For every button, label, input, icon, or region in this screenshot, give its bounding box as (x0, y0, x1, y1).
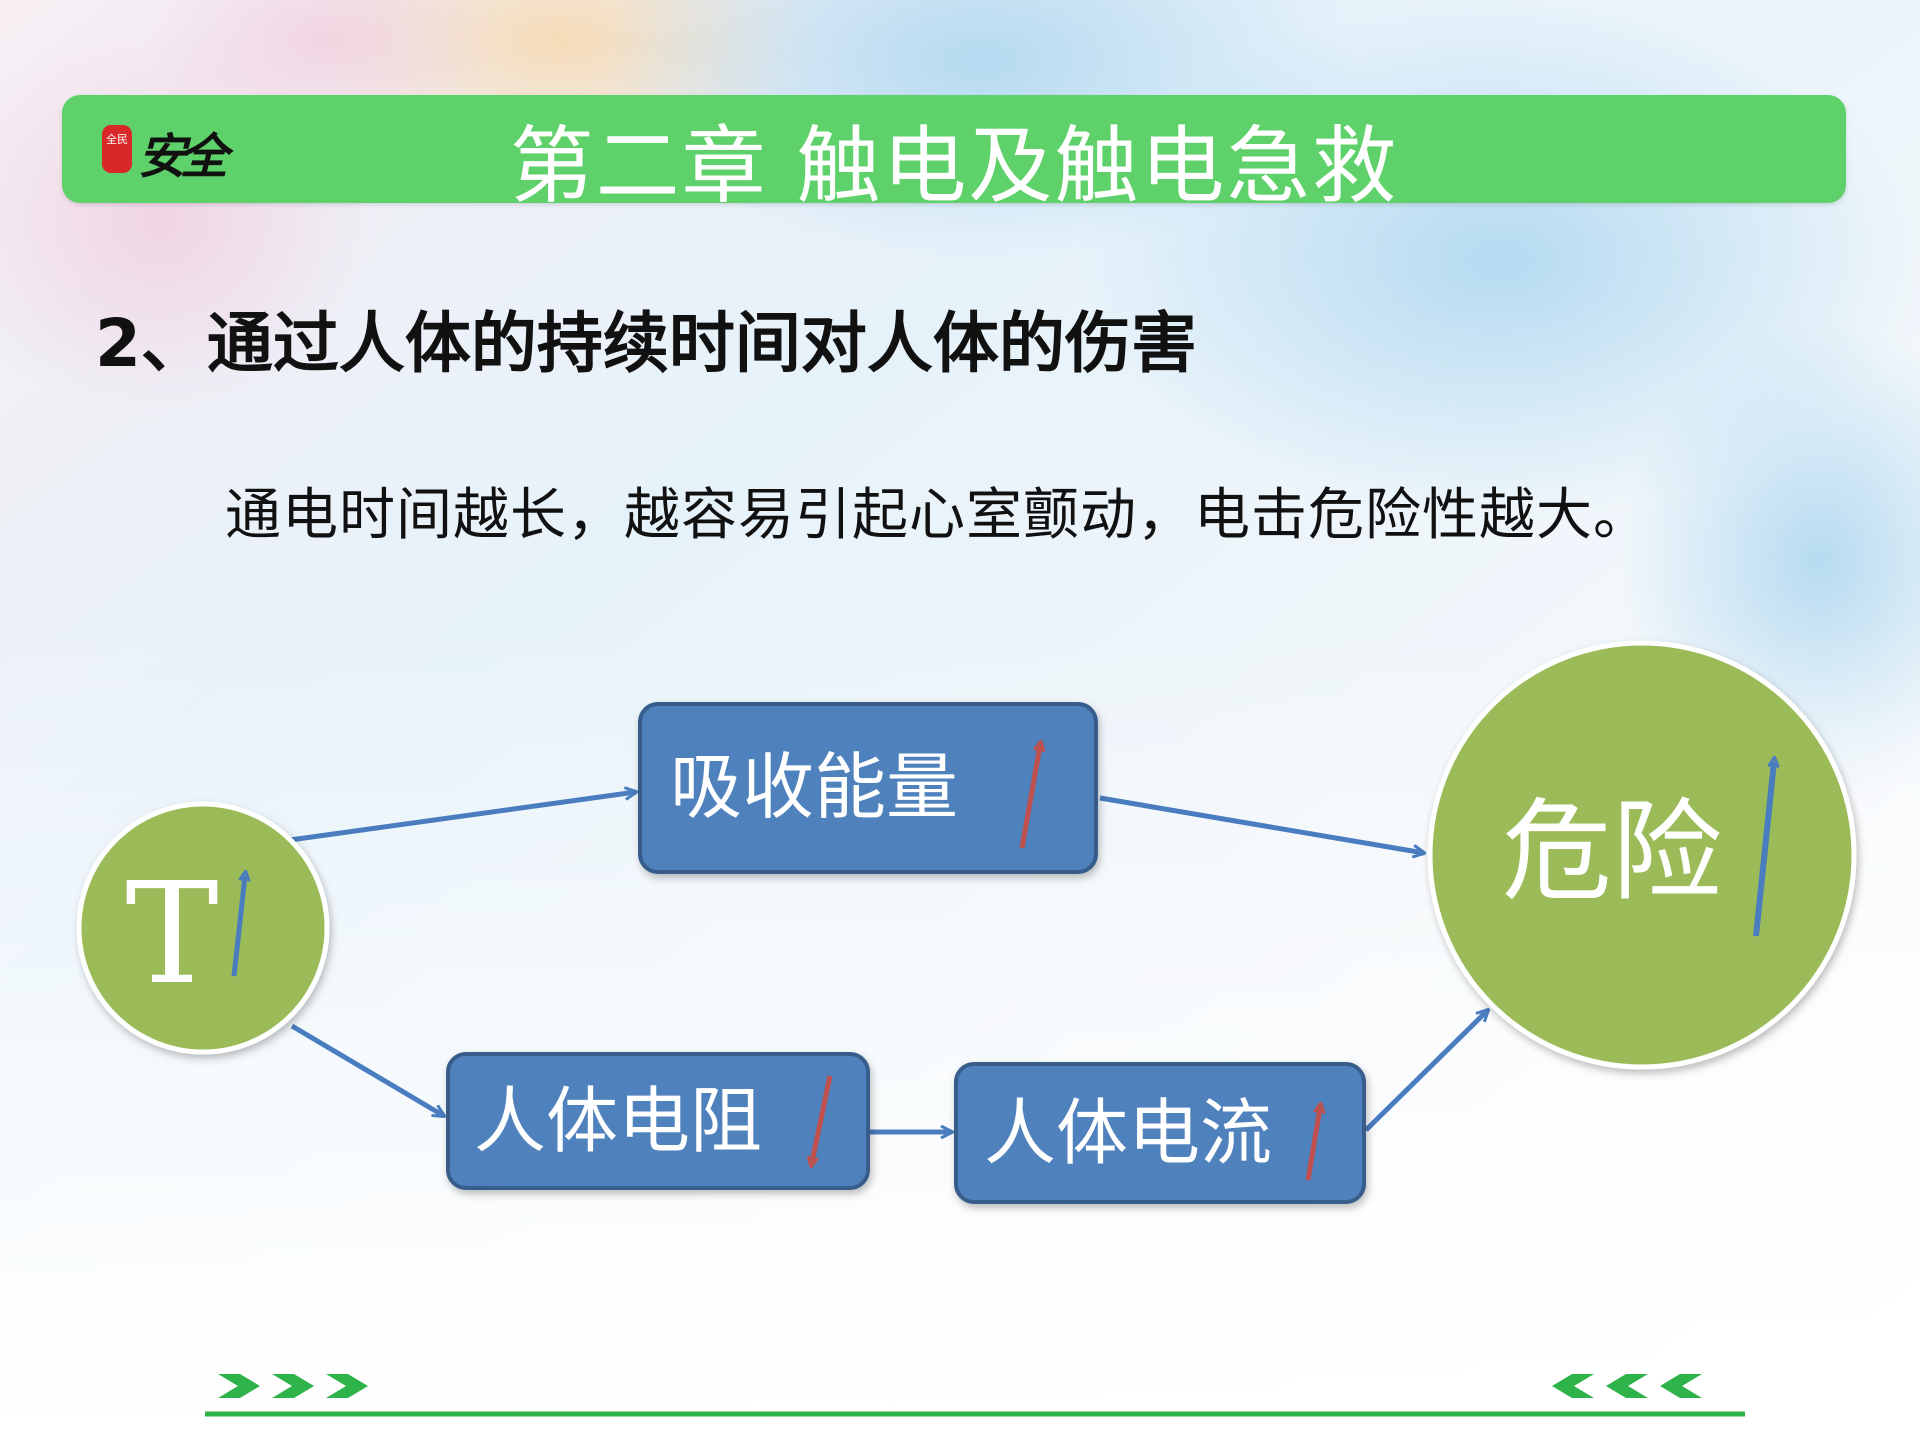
edge-current-to-danger (1364, 1010, 1488, 1132)
node-body-current: 人体电流 (954, 1062, 1366, 1204)
edge-energy-to-danger (1099, 795, 1424, 853)
edge-time-to-resistance (290, 1023, 444, 1116)
chapter-title: 第二章 触电及触电急救 (509, 117, 1399, 215)
energy-up-arrow-icon (1019, 746, 1040, 849)
node-time: T (76, 801, 330, 1055)
node-time-label: T (125, 853, 218, 1016)
time-up-arrow-icon (231, 876, 245, 977)
danger-up-arrow-icon (1753, 762, 1774, 937)
footer-right-chevrons-icon (1552, 1374, 1702, 1398)
safety-logo: 全民 安全 (102, 115, 242, 185)
chapter-header-bar: 全民 安全 第二章 触电及触电急救 (62, 95, 1846, 215)
edge-time-to-energy (289, 792, 636, 843)
footer-left-chevrons-icon (218, 1374, 368, 1398)
current-up-arrow-icon (1305, 1108, 1320, 1181)
logo-text: 安全 (138, 129, 228, 185)
node-absorbed-energy: 吸收能量 (638, 702, 1098, 874)
resistance-down-arrow-icon (812, 1075, 833, 1162)
node-body-current-label: 人体电流 (984, 1091, 1272, 1175)
node-danger-label: 危险 (1502, 788, 1722, 916)
node-danger: 危险 (1427, 640, 1857, 1070)
node-body-resistance-label: 人体电阻 (474, 1079, 762, 1163)
section-heading: 2、通过人体的持续时间对人体的伤害 (95, 305, 1197, 382)
node-absorbed-energy-label: 吸收能量 (670, 745, 958, 829)
section-description: 通电时间越长，越容易引起心室颤动，电击危险性越大。 (225, 483, 1650, 548)
node-body-resistance: 人体电阻 (446, 1052, 870, 1190)
logo-seal: 全民 (102, 125, 132, 173)
